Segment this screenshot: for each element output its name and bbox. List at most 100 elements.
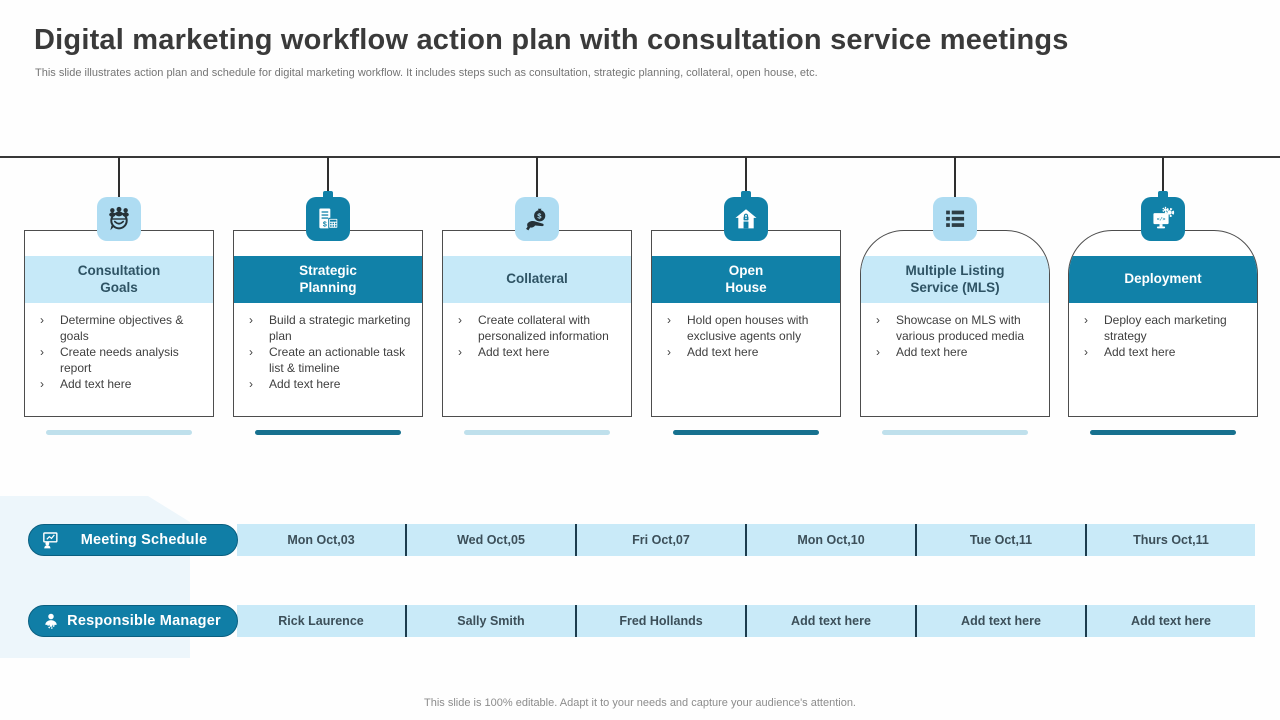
monitor-gears-icon: </>	[1141, 197, 1185, 241]
bullet-marker: ›	[249, 313, 253, 327]
step-title: Collateral	[443, 256, 631, 303]
cell-text: Sally Smith	[457, 614, 525, 628]
list-icon	[933, 197, 977, 241]
bullet-item: › Create collateral with personalized inf…	[458, 313, 623, 344]
cell-text: Mon Oct,03	[287, 533, 355, 547]
cell-text: Mon Oct,10	[797, 533, 865, 547]
manager-icon	[41, 611, 61, 631]
responsible-manager-cells: Rick Laurence Sally Smith Fred Hollands Add…	[237, 605, 1255, 637]
meeting-schedule-cell: Fri Oct,07	[575, 524, 745, 556]
step-title: Open House	[652, 256, 840, 303]
bullet-item: › Hold open houses with exclusive agents …	[667, 313, 832, 344]
card-underline	[46, 430, 192, 435]
step-bullets: › Create collateral with personalized inf…	[443, 313, 631, 361]
footer-note: This slide is 100% editable. Adapt it to…	[424, 697, 856, 709]
bullet-text: Create collateral with personalized info…	[478, 313, 609, 343]
workflow-column: $ Strategic Planning › Build a strategic ma…	[233, 157, 423, 442]
hand-money-bag-icon: $	[515, 197, 559, 241]
workflow-column: </> Deployment›Deploy each marketing stra…	[1068, 157, 1258, 442]
bullet-item: ›Add text here	[1084, 345, 1249, 361]
workflow-column: Consultation Goals › Determine objectives …	[24, 157, 214, 442]
bullet-marker: ›	[458, 313, 462, 327]
bullet-text: Add text here	[896, 345, 968, 359]
meeting-schedule-cell: Wed Oct,05	[405, 524, 575, 556]
bullet-marker: ›	[40, 313, 44, 327]
bullet-text: Showcase on MLS with various produced me…	[896, 313, 1025, 343]
bullet-text: Add text here	[478, 345, 550, 359]
meeting-schedule-cell: Mon Oct,10	[745, 524, 915, 556]
card-underline	[1090, 430, 1236, 435]
meeting-schedule-cell: Tue Oct,11	[915, 524, 1085, 556]
svg-text:</>: </>	[1157, 217, 1166, 223]
workflow-column: $ Collateral › Create collateral with perso…	[442, 157, 632, 442]
bullet-marker: ›	[249, 345, 253, 359]
bullet-item: › Add text here	[458, 345, 623, 361]
bullet-text: Add text here	[269, 377, 341, 391]
bullet-marker: ›	[458, 345, 462, 359]
meeting-schedule-cell: Thurs Oct,11	[1085, 524, 1255, 556]
connector-line	[1162, 157, 1164, 199]
step-bullets: › Hold open houses with exclusive agents …	[652, 313, 840, 361]
workflow-column: Open House › Hold open houses with exclusi…	[651, 157, 841, 442]
bullet-marker: ›	[876, 345, 880, 359]
bullet-marker: ›	[249, 377, 253, 391]
bullet-text: Build a strategic marketing plan	[269, 313, 411, 343]
step-card: Open House › Hold open houses with exclusi…	[651, 230, 841, 417]
bullet-marker: ›	[1084, 345, 1088, 359]
cell-text: Rick Laurence	[278, 614, 364, 628]
bullet-item: ›Deploy each marketing strategy	[1084, 313, 1249, 344]
bullet-item: › Add text here	[40, 377, 205, 393]
bullet-text: Add text here	[687, 345, 759, 359]
bullet-text: Deploy each marketing strategy	[1104, 313, 1227, 343]
step-card: Multiple Listing Service (MLS) › Showcase …	[860, 230, 1050, 417]
meeting-discussion-icon	[97, 197, 141, 241]
bullet-item: ›Create an actionable task list & timeli…	[249, 345, 414, 376]
cell-text: Add text here	[1131, 614, 1211, 628]
bullet-item: › Determine objectives & goals	[40, 313, 205, 344]
cell-text: Add text here	[961, 614, 1041, 628]
presentation-icon	[41, 530, 61, 550]
bullet-text: Add text here	[60, 377, 132, 391]
step-bullets: › Determine objectives & goals › Create nee…	[25, 313, 213, 393]
step-card: Collateral › Create collateral with person…	[442, 230, 632, 417]
step-title: Consultation Goals	[25, 256, 213, 303]
step-card: Deployment›Deploy each marketing strateg…	[1068, 230, 1258, 417]
step-card: Consultation Goals › Determine objectives …	[24, 230, 214, 417]
bullet-text: Create needs analysis report	[60, 345, 179, 375]
step-bullets: › Showcase on MLS with various produced m…	[861, 313, 1049, 361]
bullet-text: Determine objectives & goals	[60, 313, 184, 343]
cell-text: Add text here	[791, 614, 871, 628]
svg-text:$: $	[537, 212, 542, 221]
bullet-marker: ›	[40, 377, 44, 391]
card-underline	[882, 430, 1028, 435]
responsible-manager-cell: Fred Hollands	[575, 605, 745, 637]
bullet-item: › Create needs analysis report	[40, 345, 205, 376]
bullet-item: › Add text here	[249, 377, 414, 393]
bullet-text: Hold open houses with exclusive agents o…	[687, 313, 809, 343]
step-bullets: ›Deploy each marketing strategy›Add text…	[1069, 313, 1257, 361]
step-title: Strategic Planning	[234, 256, 422, 303]
bullet-marker: ›	[667, 313, 671, 327]
bullet-marker: ›	[667, 345, 671, 359]
connector-line	[536, 157, 538, 199]
responsible-manager-cell: Add text here	[915, 605, 1085, 637]
page-title: Digital marketing workflow action plan w…	[34, 24, 1069, 56]
cell-text: Fred Hollands	[619, 614, 703, 628]
card-underline	[255, 430, 401, 435]
connector-line	[954, 157, 956, 199]
connector-line	[118, 157, 120, 199]
responsible-manager-label: Responsible Manager	[28, 605, 238, 637]
card-underline	[673, 430, 819, 435]
cell-text: Thurs Oct,11	[1133, 533, 1209, 547]
step-bullets: › Build a strategic marketing plan›Create…	[234, 313, 422, 393]
responsible-manager-cell: Sally Smith	[405, 605, 575, 637]
svg-text:$: $	[323, 221, 327, 228]
bullet-marker: ›	[40, 345, 44, 359]
step-title: Multiple Listing Service (MLS)	[861, 256, 1049, 303]
responsible-manager-cell: Add text here	[1085, 605, 1255, 637]
notepad-calculator-icon: $	[306, 197, 350, 241]
workflow-column: Multiple Listing Service (MLS) › Showcase …	[860, 157, 1050, 442]
bullet-item: › Build a strategic marketing plan	[249, 313, 414, 344]
